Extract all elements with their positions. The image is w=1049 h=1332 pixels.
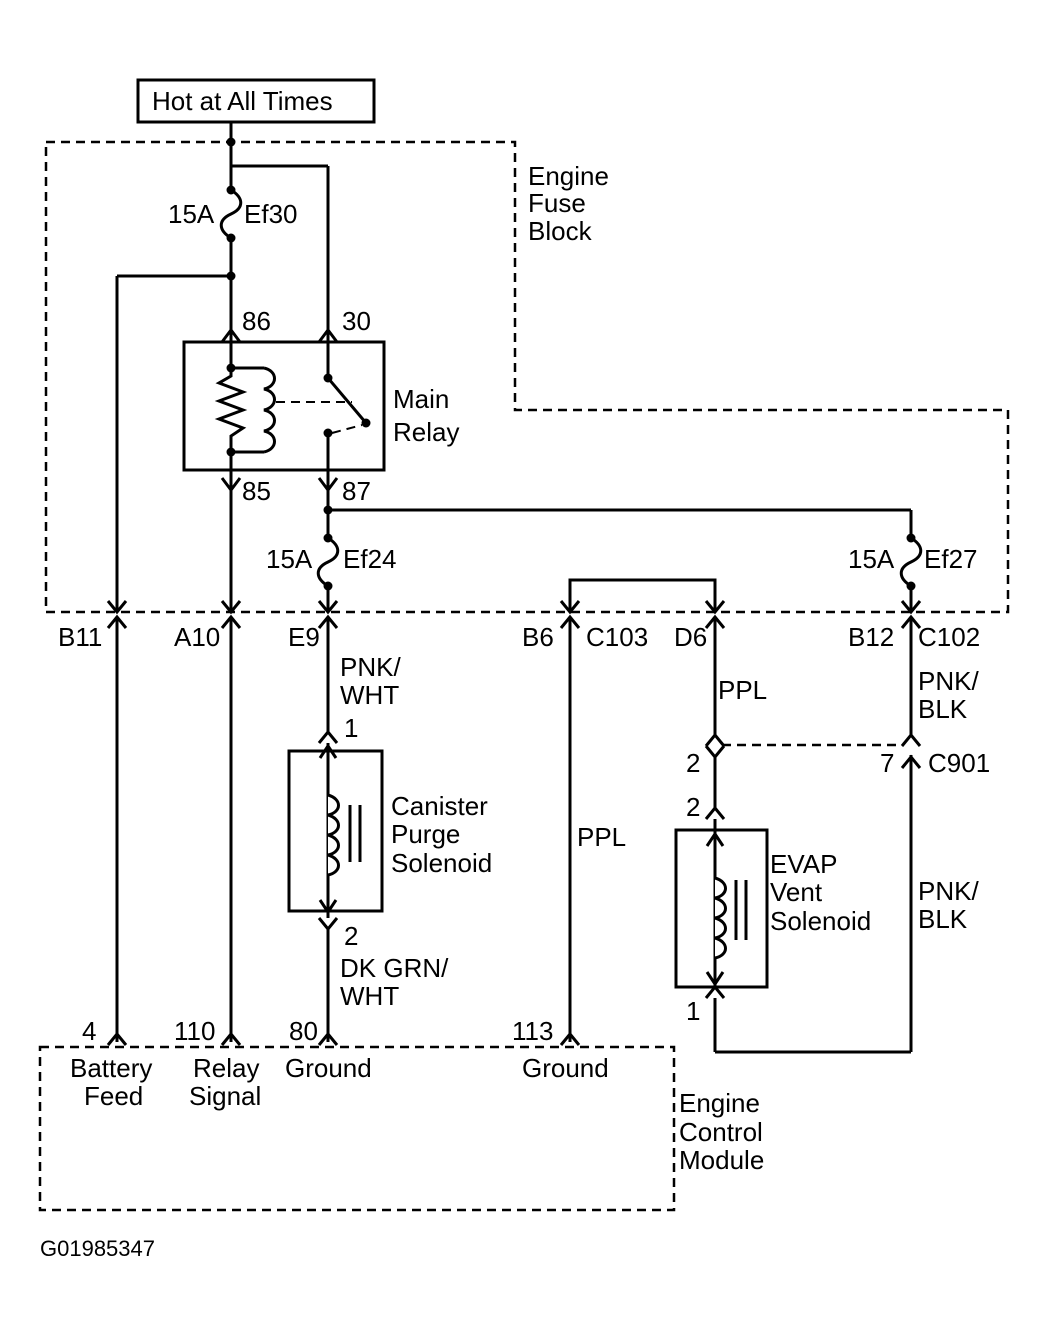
relay-pin-87: 87: [342, 476, 371, 506]
canister-name-line-1: Canister: [391, 791, 488, 821]
wire-e9-color-line-2: WHT: [340, 680, 399, 710]
canister-coil-icon: [318, 743, 362, 918]
fuse-block-name-line-2: Fuse: [528, 188, 586, 218]
connector-pin-b11: B11: [58, 622, 102, 652]
evap-pin-top: 2: [686, 792, 700, 822]
relay-output-wiring: [229, 490, 913, 610]
hot-at-all-times-box: [136, 78, 376, 124]
fuse-ef30-name: Ef30: [244, 199, 298, 229]
ecm-terminals: [106, 1031, 581, 1046]
canister-name-line-2: Purge: [391, 819, 460, 849]
ecm-name-line-3: Module: [679, 1145, 764, 1175]
wire-b12-color-line-1: PNK/: [918, 666, 979, 696]
wire-b6-color: PPL: [577, 822, 626, 852]
ecm-pin-80: 80: [289, 1016, 318, 1046]
ecm-pin-110-label-line-1: Relay: [193, 1053, 259, 1083]
relay-name-line-2: Relay: [393, 417, 459, 447]
relay-switch-icon: [323, 330, 371, 490]
feed-wiring: [115, 122, 330, 610]
ecm-pin-110: 110: [174, 1016, 215, 1046]
connector-c103-name: C103: [586, 622, 648, 652]
relay-name-line-1: Main: [393, 384, 449, 414]
ecm-pin-113-label: Ground: [522, 1053, 609, 1083]
connector-pin-b12: B12: [848, 622, 894, 652]
fuse-ef24: [316, 533, 340, 591]
canister-terminals: [317, 729, 339, 932]
ecm-pin-4-label-line-1: Battery: [70, 1053, 152, 1083]
fuse-ef24-rating: 15A: [266, 544, 313, 574]
canister-name-line-3: Solenoid: [391, 848, 492, 878]
ecm-pin-80-label: Ground: [285, 1053, 372, 1083]
fuse-ef24-name: Ef24: [343, 544, 397, 574]
evap-name-line-2: Vent: [770, 877, 823, 907]
relay-pin-86: 86: [242, 306, 271, 336]
connector-c102-name: C102: [918, 622, 980, 652]
canister-purge-solenoid-box: [287, 749, 384, 913]
wire-vent-color-line-2: BLK: [918, 904, 968, 934]
connector-c901-terminals: [704, 732, 922, 769]
wire-vent-color-line-1: PNK/: [918, 876, 979, 906]
wire-e9-color-line-1: PNK/: [340, 652, 401, 682]
fuse-block-outline: [44, 140, 1010, 614]
connector-c901-pin-left: 2: [686, 748, 700, 778]
relay-coil-icon: [214, 345, 352, 475]
connector-c901-name: C901: [928, 748, 990, 778]
hot-at-all-times-label: Hot at All Times: [152, 86, 333, 116]
wire-b12-color-line-2: BLK: [918, 694, 968, 724]
ecm-outline: [38, 1045, 676, 1212]
relay-pin-85: 85: [242, 476, 271, 506]
evap-name-line-1: EVAP: [770, 849, 837, 879]
canister-pin-bottom: 2: [344, 921, 358, 951]
connector-pin-d6: D6: [674, 622, 707, 652]
figure-id: G01985347: [40, 1236, 155, 1261]
fuse-block-name-line-3: Block: [528, 216, 593, 246]
fuse-ef30-rating: 15A: [168, 199, 215, 229]
ecm-pin-113: 113: [512, 1016, 553, 1046]
main-relay-box: [182, 340, 386, 472]
fuse-ef27-rating: 15A: [848, 544, 895, 574]
evap-coil-icon: [705, 819, 748, 987]
wire-ground-color-line-2: WHT: [340, 981, 399, 1011]
ecm-name-line-2: Control: [679, 1117, 763, 1147]
evap-name-line-3: Solenoid: [770, 906, 871, 936]
wire-d6-color: PPL: [718, 675, 767, 705]
connector-pin-e9: E9: [288, 622, 320, 652]
lower-wiring: [115, 617, 913, 1054]
canister-pin-top: 1: [344, 713, 358, 743]
evap-pin-bottom: 1: [686, 996, 700, 1026]
fuse-ef30: [219, 185, 243, 243]
fuse-ef27: [899, 533, 923, 591]
connector-pin-a10: A10: [174, 622, 220, 652]
connector-c901-pin-right: 7: [880, 748, 894, 778]
fuse-block-name-line-1: Engine: [528, 161, 609, 191]
wire-ground-color-line-1: DK GRN/: [340, 953, 449, 983]
ecm-pin-4: 4: [82, 1016, 96, 1046]
relay-pin-30: 30: [342, 306, 371, 336]
ecm-pin-4-label-line-2: Feed: [84, 1081, 143, 1111]
evap-vent-solenoid-box: [674, 828, 769, 989]
ecm-name-line-1: Engine: [679, 1088, 760, 1118]
connector-pin-b6: B6: [522, 622, 554, 652]
ecm-pin-110-label-line-2: Signal: [189, 1081, 261, 1111]
fuse-ef27-name: Ef27: [924, 544, 978, 574]
